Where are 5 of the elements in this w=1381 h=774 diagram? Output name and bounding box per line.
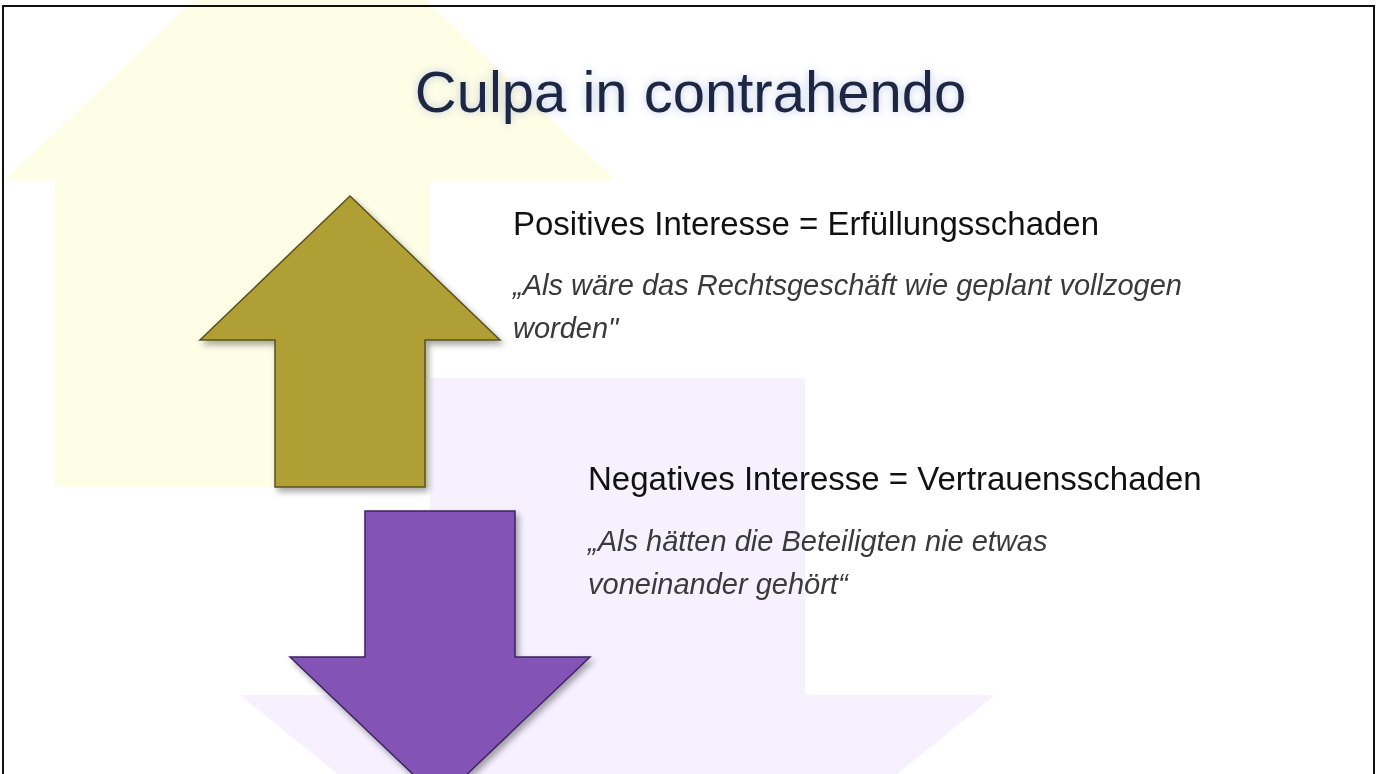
section-heading: Negatives Interesse = Vertrauensschaden xyxy=(588,460,1202,498)
slide-title: Culpa in contrahendo xyxy=(413,58,968,125)
section-heading: Positives Interesse = Erfüllungsschaden xyxy=(513,205,1100,243)
quote-text: „Als wäre das Rechtsgeschäft wie geplant vollzogen worden" xyxy=(513,268,1183,346)
quote-text: „Als hätten die Beteiligten nie etwas voneinander gehört“ xyxy=(588,524,1049,602)
